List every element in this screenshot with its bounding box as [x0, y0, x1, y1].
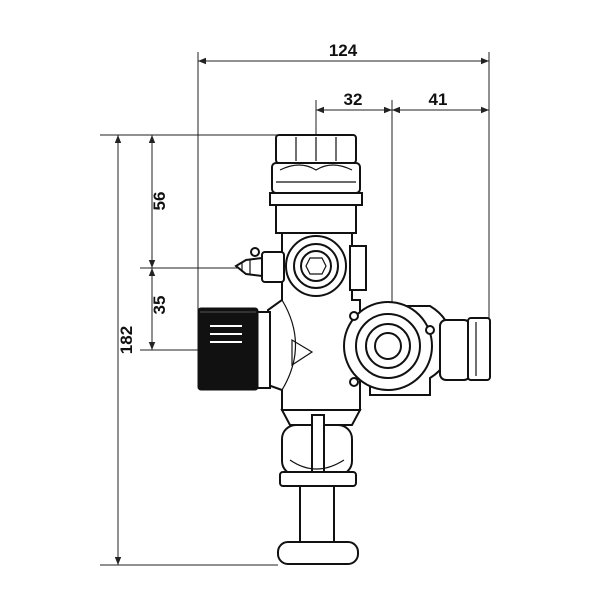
upper-port — [285, 235, 347, 297]
lower-collar — [279, 471, 357, 487]
lower-channel — [277, 409, 362, 565]
screw-top-left — [349, 311, 359, 321]
body-wedge — [291, 338, 314, 367]
top-cap-neck — [275, 204, 357, 234]
lower-chamber-curve — [289, 459, 345, 470]
gauge-center — [374, 332, 402, 360]
outlet-port — [343, 301, 491, 396]
dim-label-124: 124 — [329, 41, 358, 60]
outlet-neck — [439, 319, 471, 381]
drain-valve — [234, 247, 285, 283]
drain-valve-body — [261, 251, 285, 283]
dim-label-32: 32 — [344, 90, 363, 109]
top-cap-flange — [269, 192, 363, 206]
screw-bottom-left — [349, 377, 359, 387]
dim-label-182: 182 — [117, 326, 136, 354]
body-contour-left — [281, 299, 297, 391]
lower-spindle — [299, 485, 335, 545]
bottom-knob — [277, 541, 359, 565]
hex-socket-icon — [305, 257, 327, 275]
valve-assembly — [197, 134, 491, 565]
dim-label-56: 56 — [150, 192, 169, 211]
dim-label-35: 35 — [150, 296, 169, 315]
screw-right — [425, 325, 435, 335]
side-boss — [349, 245, 367, 291]
inlet-black-nut — [197, 307, 259, 391]
top-cap — [269, 134, 363, 234]
dim-label-41: 41 — [429, 90, 448, 109]
inlet-connector — [197, 307, 271, 391]
dimension-lines: 124 32 41 56 35 182 — [100, 41, 490, 566]
drain-valve-nozzle — [234, 256, 263, 278]
drain-valve-knob — [250, 247, 260, 257]
outlet-nut — [467, 317, 491, 381]
lower-stem — [311, 414, 325, 476]
upper-port-inner — [300, 250, 332, 282]
